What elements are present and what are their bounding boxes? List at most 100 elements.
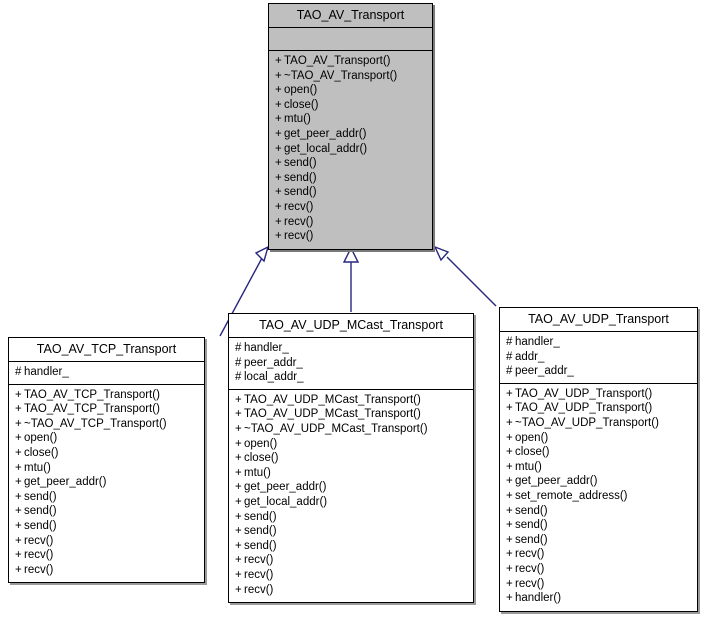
class-node-tao-av-udp-mcast-transport[interactable]: TAO_AV_UDP_MCast_Transport #handler_#pee… bbox=[228, 313, 474, 604]
class-member: +~TAO_AV_UDP_MCast_Transport() bbox=[235, 422, 467, 437]
class-member: +TAO_AV_Transport() bbox=[275, 54, 426, 69]
class-member: +get_peer_addr() bbox=[506, 474, 691, 489]
visibility-marker: + bbox=[506, 387, 513, 400]
attributes-compartment bbox=[269, 28, 432, 51]
member-label: close() bbox=[515, 446, 550, 459]
member-label: TAO_AV_UDP_MCast_Transport() bbox=[244, 393, 421, 406]
member-label: send() bbox=[284, 171, 317, 184]
visibility-marker: + bbox=[15, 446, 22, 459]
class-node-tao-av-transport[interactable]: TAO_AV_Transport +TAO_AV_Transport()+~TA… bbox=[268, 3, 433, 250]
class-node-tao-av-udp-transport[interactable]: TAO_AV_UDP_Transport #handler_#addr_#pee… bbox=[499, 307, 698, 612]
class-member: +mtu() bbox=[235, 466, 467, 481]
class-member: +send() bbox=[235, 510, 467, 525]
member-label: recv() bbox=[284, 200, 314, 213]
member-label: send() bbox=[284, 157, 317, 170]
class-member: +get_peer_addr() bbox=[235, 480, 467, 495]
class-member: +send() bbox=[506, 504, 691, 519]
class-member: +recv() bbox=[275, 200, 426, 215]
visibility-marker: + bbox=[15, 490, 22, 503]
class-member: +send() bbox=[235, 539, 467, 554]
visibility-marker: + bbox=[506, 416, 513, 429]
visibility-marker: + bbox=[506, 548, 513, 561]
visibility-marker: + bbox=[275, 55, 282, 67]
class-member: +get_peer_addr() bbox=[275, 127, 426, 142]
class-member: +recv() bbox=[15, 563, 198, 578]
visibility-marker: + bbox=[15, 432, 22, 445]
class-member: +send() bbox=[15, 519, 198, 534]
member-label: recv() bbox=[24, 549, 54, 562]
class-member: +get_peer_addr() bbox=[15, 475, 198, 490]
class-member: #addr_ bbox=[506, 350, 691, 365]
member-label: send() bbox=[515, 519, 548, 532]
member-label: recv() bbox=[284, 215, 314, 228]
visibility-marker: + bbox=[275, 230, 282, 243]
member-label: handler_ bbox=[24, 366, 69, 378]
attributes-compartment: #handler_ bbox=[9, 362, 204, 385]
class-member: +open() bbox=[235, 437, 467, 452]
member-label: mtu() bbox=[24, 461, 51, 474]
edge-udpmcast-to-root bbox=[342, 246, 360, 312]
visibility-marker: + bbox=[235, 495, 242, 508]
visibility-marker: + bbox=[15, 388, 22, 401]
class-member: +recv() bbox=[275, 229, 426, 244]
visibility-marker: + bbox=[235, 583, 242, 596]
member-label: mtu() bbox=[284, 113, 311, 126]
class-member: +TAO_AV_UDP_MCast_Transport() bbox=[235, 407, 467, 422]
member-label: recv() bbox=[515, 562, 545, 575]
visibility-marker: + bbox=[506, 533, 513, 546]
member-label: TAO_AV_TCP_Transport() bbox=[24, 388, 160, 401]
member-label: close() bbox=[244, 452, 279, 465]
visibility-marker: # bbox=[506, 350, 513, 363]
visibility-marker: + bbox=[15, 505, 22, 518]
class-member: +TAO_AV_TCP_Transport() bbox=[15, 388, 198, 403]
member-label: open() bbox=[284, 84, 318, 97]
class-member: +send() bbox=[506, 518, 691, 533]
visibility-marker: # bbox=[235, 342, 242, 354]
visibility-marker: + bbox=[506, 562, 513, 575]
member-label: mtu() bbox=[244, 466, 271, 479]
member-label: handler() bbox=[515, 592, 562, 605]
visibility-marker: + bbox=[275, 142, 282, 155]
visibility-marker: + bbox=[15, 534, 22, 547]
member-label: peer_addr_ bbox=[244, 356, 303, 369]
member-label: TAO_AV_TCP_Transport() bbox=[24, 403, 160, 416]
member-label: get_local_addr() bbox=[284, 142, 368, 155]
visibility-marker: + bbox=[506, 519, 513, 532]
class-name: TAO_AV_UDP_MCast_Transport bbox=[229, 314, 473, 338]
class-member: +open() bbox=[506, 431, 691, 446]
attributes-compartment: #handler_#addr_#peer_addr_ bbox=[500, 332, 697, 384]
operations-compartment: +TAO_AV_UDP_MCast_Transport()+TAO_AV_UDP… bbox=[229, 390, 473, 602]
visibility-marker: + bbox=[275, 113, 282, 126]
member-label: recv() bbox=[24, 534, 54, 547]
member-label: local_addr_ bbox=[244, 371, 304, 384]
visibility-marker: + bbox=[235, 437, 242, 450]
class-member: +send() bbox=[275, 185, 426, 200]
visibility-marker: # bbox=[235, 356, 242, 369]
visibility-marker: + bbox=[275, 98, 282, 111]
class-member: +handler() bbox=[506, 591, 691, 606]
class-member: +mtu() bbox=[15, 461, 198, 476]
member-label: handler_ bbox=[244, 342, 289, 354]
visibility-marker: + bbox=[506, 431, 513, 444]
class-node-tao-av-tcp-transport[interactable]: TAO_AV_TCP_Transport #handler_ +TAO_AV_T… bbox=[8, 337, 205, 584]
visibility-marker: + bbox=[506, 577, 513, 590]
member-label: recv() bbox=[515, 548, 545, 561]
visibility-marker: # bbox=[506, 365, 513, 378]
visibility-marker: + bbox=[235, 393, 242, 406]
class-member: +recv() bbox=[15, 534, 198, 549]
member-label: get_local_addr() bbox=[244, 495, 328, 508]
class-member: +recv() bbox=[506, 547, 691, 562]
member-label: send() bbox=[24, 519, 57, 532]
class-member: +recv() bbox=[235, 583, 467, 598]
operations-compartment: +TAO_AV_UDP_Transport()+TAO_AV_UDP_Trans… bbox=[500, 384, 697, 611]
member-label: recv() bbox=[244, 583, 274, 596]
member-label: recv() bbox=[515, 577, 545, 590]
class-member: +set_remote_address() bbox=[506, 489, 691, 504]
class-member: +~TAO_AV_Transport() bbox=[275, 69, 426, 84]
class-member: +TAO_AV_UDP_MCast_Transport() bbox=[235, 393, 467, 408]
class-member: +TAO_AV_UDP_Transport() bbox=[506, 387, 691, 402]
visibility-marker: + bbox=[15, 461, 22, 474]
member-label: peer_addr_ bbox=[515, 365, 574, 378]
class-member: +send() bbox=[275, 171, 426, 186]
member-label: open() bbox=[244, 437, 278, 450]
